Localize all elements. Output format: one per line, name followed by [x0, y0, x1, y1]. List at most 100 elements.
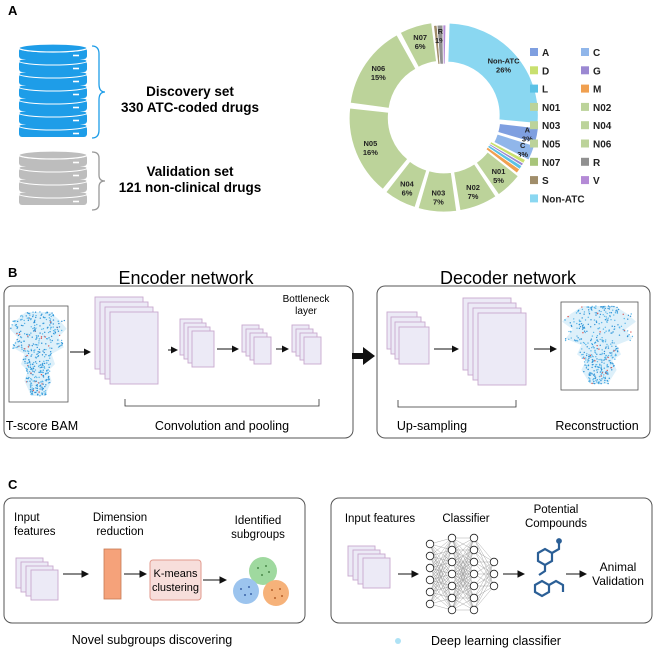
slice-n06 [349, 34, 417, 109]
slice-n02 [453, 163, 497, 212]
neuron [425, 575, 435, 585]
legend-label-n06: N06 [593, 140, 612, 151]
reconstruction-brain-map [562, 305, 636, 385]
feature-map [477, 312, 527, 386]
slice-pct-n01: 5% [493, 176, 504, 185]
molecule-icon [533, 538, 565, 598]
upsampling-label: Up-sampling [397, 419, 467, 433]
legend-label-n04: N04 [593, 121, 612, 132]
legend-swatch-n06 [581, 139, 589, 148]
slice-pct-n02: 7% [468, 192, 479, 201]
neuron [425, 587, 435, 597]
neuron [425, 539, 435, 549]
slice-n04 [385, 160, 428, 208]
legend-swatch-n07 [530, 157, 538, 166]
slice-n03 [417, 170, 458, 213]
input-features-right-label: Input features [345, 513, 416, 525]
neuron [447, 533, 457, 543]
feature-map [362, 557, 391, 589]
slice-label-n01: N01 [492, 167, 506, 176]
legend-swatch-n05 [530, 139, 538, 148]
dimension-reduction-label-1: Dimension [93, 512, 147, 524]
slice-m [485, 146, 521, 174]
slice-pct-n05: 16% [363, 148, 378, 157]
encoder-network-title: Encoder network [118, 268, 254, 288]
legend-label-g: G [593, 66, 601, 77]
legend-label-l: L [542, 85, 548, 96]
neuron [469, 569, 479, 579]
encoder-to-decoder-arrow [352, 347, 375, 365]
legend-swatch-n02 [581, 102, 589, 111]
cluster-circles [233, 557, 289, 606]
slice-label-n06: N06 [371, 64, 385, 73]
legend-swatch-a [530, 48, 538, 56]
animal-validation-label-1: Animal [600, 560, 637, 574]
slice-pct-n06: 15% [371, 73, 386, 82]
slice-label-n02: N02 [466, 183, 480, 192]
legend-label-m: M [593, 85, 601, 96]
caption-dot [395, 638, 401, 644]
neuron [489, 557, 499, 567]
neuron [469, 581, 479, 591]
neuron [447, 569, 457, 579]
slice-n05 [348, 107, 409, 190]
legend-label-s: S [542, 176, 549, 187]
validation-database-icon [18, 150, 88, 205]
convolution-pooling-label: Convolution and pooling [155, 419, 289, 433]
bottleneck-label-1: Bottleneck [283, 294, 331, 305]
neuron [447, 557, 457, 567]
orange-cluster [263, 580, 289, 606]
slice-label-non-atc: Non-ATC [488, 56, 521, 65]
neuron [425, 599, 435, 609]
neuron [489, 569, 499, 579]
slice-label-n04: N04 [400, 179, 415, 188]
input-features-label-1: Input [14, 512, 40, 524]
decoder-box [376, 285, 651, 439]
input-features-label-2: features [14, 526, 56, 538]
novel-subgroups-caption: Novel subgroups discovering [72, 633, 233, 647]
legend-label-d: D [542, 66, 549, 77]
legend-swatch-n01 [530, 102, 538, 111]
neuron [447, 605, 457, 615]
legend-swatch-l [530, 84, 538, 93]
convolution-bracket [124, 399, 320, 407]
legend-label-v: V [593, 176, 600, 187]
neuron [469, 557, 479, 567]
kmeans-label-1: K-means [153, 568, 198, 580]
slice-non-atc [447, 22, 539, 124]
encoder-box [3, 285, 354, 439]
slice-pct-a: 3% [522, 135, 533, 144]
deep-learning-caption: Deep learning classifier [431, 634, 561, 648]
legend-swatch-non-atc [530, 194, 538, 203]
slice-label-a: A [525, 126, 531, 135]
slice-pct-r: 1% [435, 36, 446, 45]
dimension-reduction-block [103, 548, 122, 600]
deep-learning-box [330, 497, 653, 624]
identified-subgroups-label-2: subgroups [231, 529, 285, 541]
input-feature-maps-right [347, 545, 391, 589]
legend-swatch-m [581, 84, 589, 93]
atc-donut-chart: Non-ATC26%A3%C3%N015%N027%N037%N046%N051… [348, 22, 539, 213]
discovery-set-title: Discovery set [146, 84, 234, 99]
green-cluster [249, 557, 277, 585]
panel-letter-b: B [8, 265, 17, 280]
input-feature-maps-left [15, 557, 59, 601]
legend-label-non-atc: Non-ATC [542, 194, 585, 205]
validation-brace [91, 151, 106, 211]
kmeans-label-2: clustering [152, 582, 199, 594]
legend-label-c: C [593, 48, 600, 59]
feature-map [30, 569, 59, 601]
discovery-brace [91, 45, 106, 139]
slice-n07 [399, 22, 437, 68]
neuron [469, 593, 479, 603]
legend-swatch-c [581, 48, 589, 56]
legend-swatch-g [581, 66, 589, 75]
slice-n01 [475, 151, 519, 196]
legend-label-n02: N02 [593, 103, 612, 114]
slice-label-c: C [520, 141, 526, 150]
legend-label-r: R [593, 158, 601, 169]
neuron [425, 551, 435, 561]
slice-label-n07: N07 [413, 33, 427, 42]
